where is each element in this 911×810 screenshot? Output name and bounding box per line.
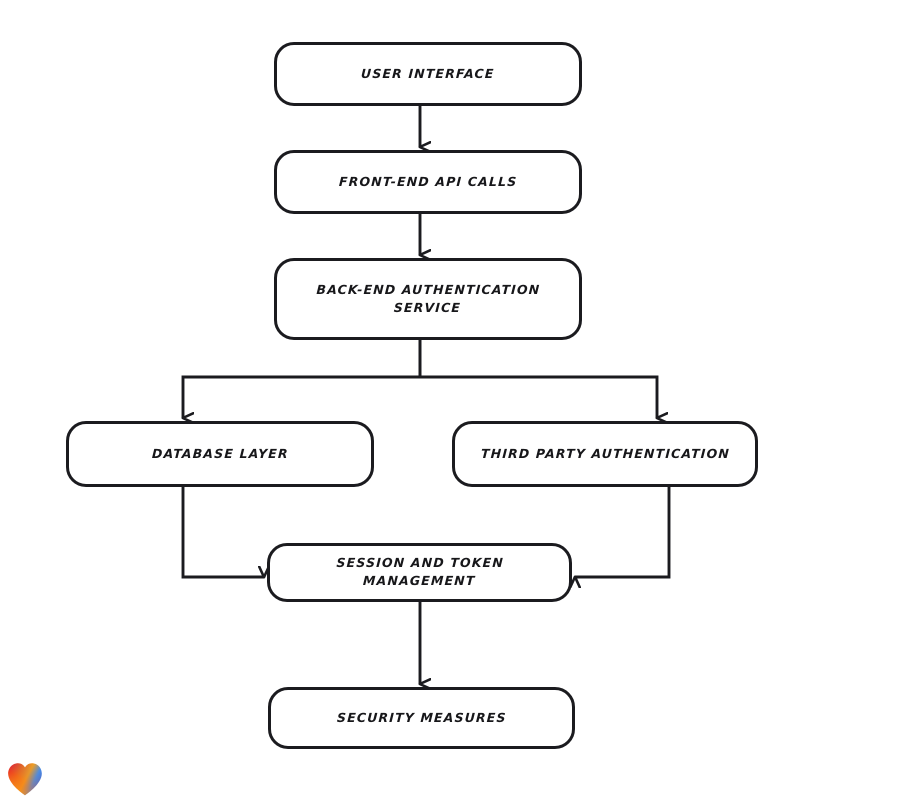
edge-backend-auth-to-third-party-auth (418, 340, 657, 418)
node-session-and-token-management[interactable]: Session and Token Management (267, 543, 572, 602)
node-frontend-api-calls[interactable]: Front-End API Calls (274, 150, 582, 214)
node-backend-authentication-service-label: Back-End Authentication Service (316, 281, 541, 315)
heart-icon (8, 763, 42, 796)
node-user-interface[interactable]: User Interface (274, 42, 582, 106)
node-security-measures-label: Security Measures (336, 709, 507, 725)
edge-third-party-auth-to-session-token (575, 487, 671, 577)
node-third-party-authentication-label: Third Party Authentication (480, 445, 730, 461)
node-backend-authentication-service[interactable]: Back-End Authentication Service (274, 258, 582, 340)
node-security-measures[interactable]: Security Measures (268, 687, 575, 749)
edge-database-layer-to-session-token (181, 487, 264, 577)
node-database-layer[interactable]: Database Layer (66, 421, 374, 487)
node-frontend-api-calls-label: Front-End API Calls (338, 173, 518, 189)
edge-backend-auth-to-database-layer (183, 340, 422, 418)
node-user-interface-label: User Interface (360, 65, 496, 81)
node-session-and-token-management-label: Session and Token Management (335, 555, 505, 589)
node-database-layer-label: Database Layer (151, 445, 289, 461)
node-third-party-authentication[interactable]: Third Party Authentication (452, 421, 758, 487)
